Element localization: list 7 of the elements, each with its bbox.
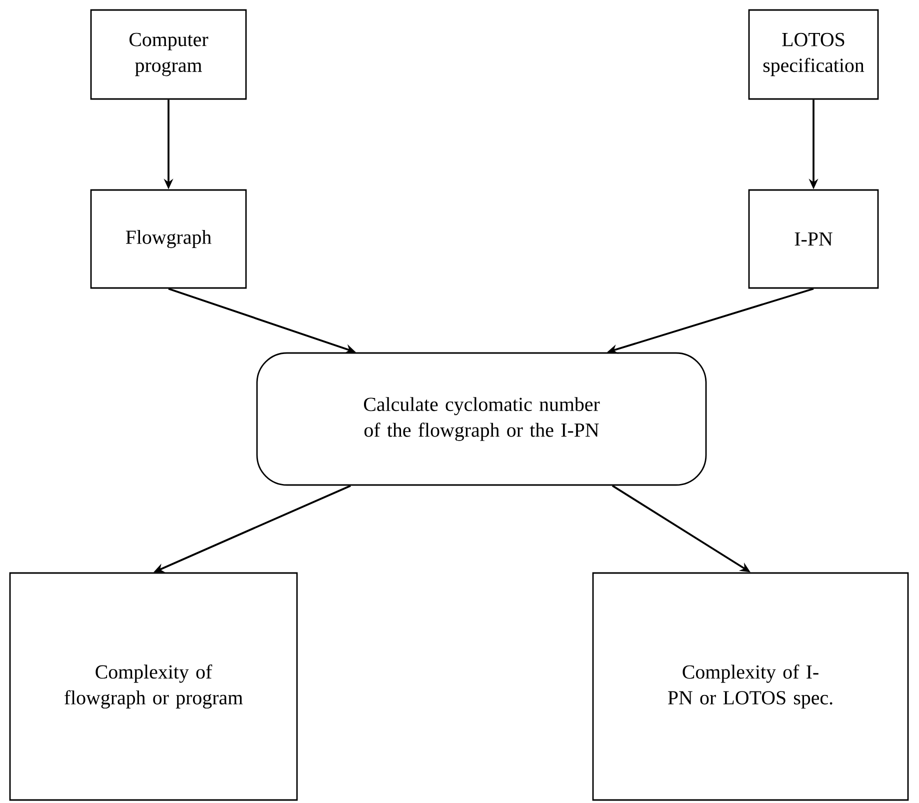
process-box: Calculate cyclomatic number of the flowgraph or the I-PN: [256, 352, 707, 486]
box: LOTOS specification: [748, 9, 879, 100]
box: Computer program: [90, 9, 247, 100]
box: Complexity of I-PN or LOTOS spec.: [592, 572, 909, 801]
box: Flowgraph: [90, 189, 247, 289]
box: Complexity of flowgraph or program: [9, 572, 298, 801]
box: I-PN: [748, 189, 879, 289]
